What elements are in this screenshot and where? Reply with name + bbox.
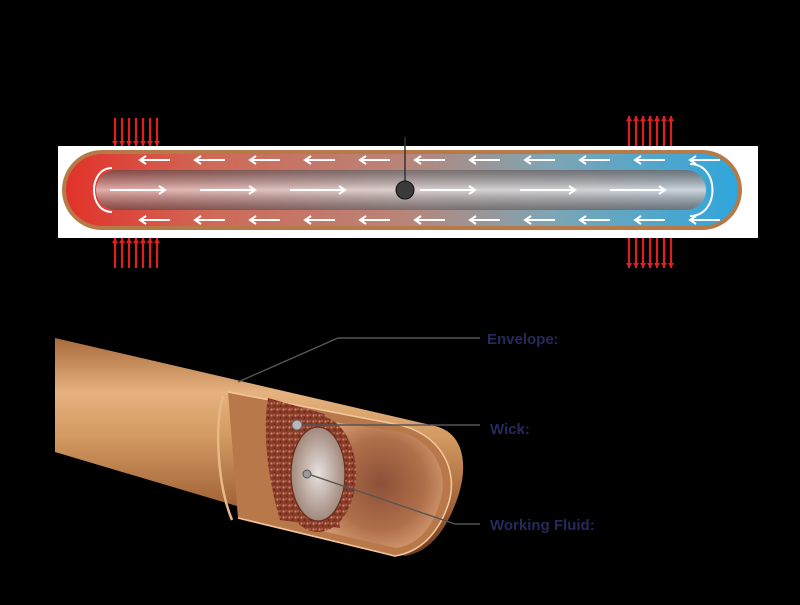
arrow-down-icon: [119, 118, 125, 146]
condenser-turn-arrow: [689, 163, 714, 217]
arrow-down-icon: [668, 238, 674, 268]
arrow-left-icon: [688, 215, 720, 225]
arrow-right-icon: [110, 185, 167, 195]
arrow-down-icon: [147, 118, 153, 146]
evaporator-turn-arrow: [93, 167, 113, 213]
liquid-return-arrows-top: [138, 155, 720, 165]
arrow-up-icon: [112, 238, 118, 268]
cutaway-pipe: [55, 338, 464, 557]
heat-in-arrows-top: [112, 118, 160, 146]
liquid-return-arrows-bottom: [138, 215, 720, 225]
arrow-up-icon: [647, 116, 653, 146]
arrow-down-icon: [661, 238, 667, 268]
arrow-up-icon: [133, 238, 139, 268]
arrow-left-icon: [468, 155, 500, 165]
arrow-left-icon: [193, 155, 225, 165]
arrow-down-icon: [126, 118, 132, 146]
arrow-up-icon: [668, 116, 674, 146]
arrow-down-icon: [140, 118, 146, 146]
arrow-up-icon: [140, 238, 146, 268]
fluid-marker: [302, 469, 312, 479]
fluid-cavity: [291, 427, 345, 521]
arrow-down-icon: [133, 118, 139, 146]
arrow-up-icon: [661, 116, 667, 146]
working-fluid-label: Working Fluid:: [490, 517, 595, 534]
arrow-right-icon: [520, 185, 577, 195]
cavity-edge: [290, 426, 346, 522]
arrow-up-icon: [640, 116, 646, 146]
cut-seam: [216, 395, 234, 521]
vapor-flow-arrows: [110, 185, 667, 195]
fluid-leader: [310, 474, 480, 525]
arrow-right-icon: [290, 185, 347, 195]
arrow-left-icon: [523, 215, 555, 225]
heat-out-arrows-top: [626, 116, 674, 146]
arrow-left-icon: [248, 215, 280, 225]
arrow-left-icon: [138, 155, 170, 165]
arrow-left-icon: [248, 155, 280, 165]
arrow-right-icon: [610, 185, 667, 195]
envelope-label: Envelope:: [487, 331, 559, 348]
arrow-up-icon: [154, 238, 160, 268]
arrow-right-icon: [200, 185, 257, 195]
arrow-left-icon: [413, 155, 445, 165]
arrow-left-icon: [413, 215, 445, 225]
arrow-left-icon: [578, 215, 610, 225]
sleeve-edge: [227, 391, 453, 557]
wick-marker: [291, 419, 303, 431]
arrow-left-icon: [688, 155, 720, 165]
wick-label: Wick:: [490, 421, 530, 438]
arrow-down-icon: [640, 238, 646, 268]
arrow-up-icon: [654, 116, 660, 146]
arrow-left-icon: [523, 155, 555, 165]
arrow-down-icon: [154, 118, 160, 146]
arrow-left-icon: [578, 155, 610, 165]
arrow-down-icon: [633, 238, 639, 268]
center-pointer-dot: [395, 180, 415, 200]
heat-in-arrows-bottom: [112, 238, 160, 268]
heat-out-arrows-bottom: [626, 238, 674, 268]
arrow-down-icon: [112, 118, 118, 146]
envelope-leader: [237, 337, 480, 383]
arrow-left-icon: [468, 215, 500, 225]
arrow-left-icon: [633, 155, 665, 165]
arrow-right-icon: [420, 185, 477, 195]
arrow-down-icon: [654, 238, 660, 268]
arrow-left-icon: [358, 155, 390, 165]
arrow-left-icon: [138, 215, 170, 225]
arrow-up-icon: [626, 116, 632, 146]
arrow-up-icon: [126, 238, 132, 268]
arrow-up-icon: [147, 238, 153, 268]
arrow-up-icon: [633, 116, 639, 146]
arrow-left-icon: [303, 215, 335, 225]
arrow-down-icon: [647, 238, 653, 268]
arrow-left-icon: [358, 215, 390, 225]
arrow-down-icon: [626, 238, 632, 268]
arrow-up-icon: [119, 238, 125, 268]
arrow-left-icon: [193, 215, 225, 225]
arrow-left-icon: [633, 215, 665, 225]
arrow-left-icon: [303, 155, 335, 165]
